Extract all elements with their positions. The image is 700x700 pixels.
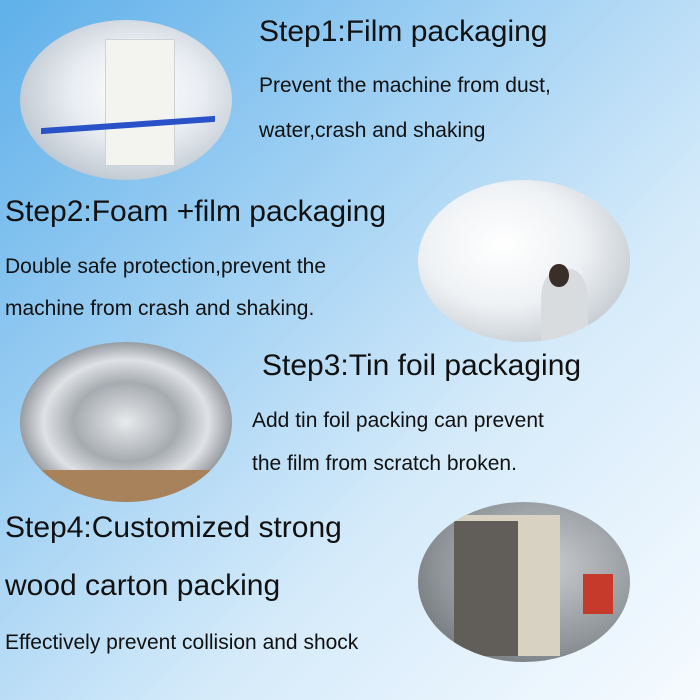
step2-description-line1: Double safe protection,prevent the: [5, 255, 327, 278]
step3-title: Step3:Tin foil packaging: [262, 349, 582, 382]
step4-description: Effectively prevent collision and shock: [5, 631, 359, 654]
step4-title-line1: Step4:Customized strong: [5, 511, 342, 544]
step3-description-line2: the film from scratch broken.: [252, 452, 517, 475]
step1-title: Step1:Film packaging: [259, 15, 548, 48]
film-packaged-machine-photo: [20, 20, 232, 180]
step1-description-line2: water,crash and shaking: [259, 119, 486, 142]
step4-title-line2: wood carton packing: [5, 569, 281, 602]
step2-description-line2: machine from crash and shaking.: [5, 297, 315, 320]
step2-title: Step2:Foam +film packaging: [5, 195, 387, 228]
step1-description-line1: Prevent the machine from dust,: [259, 74, 551, 97]
foam-film-packaging-photo: [418, 180, 630, 342]
wood-carton-crate-photo: [418, 502, 630, 662]
tin-foil-packaging-photo: [20, 342, 232, 502]
step3-description-line1: Add tin foil packing can prevent: [252, 409, 544, 432]
